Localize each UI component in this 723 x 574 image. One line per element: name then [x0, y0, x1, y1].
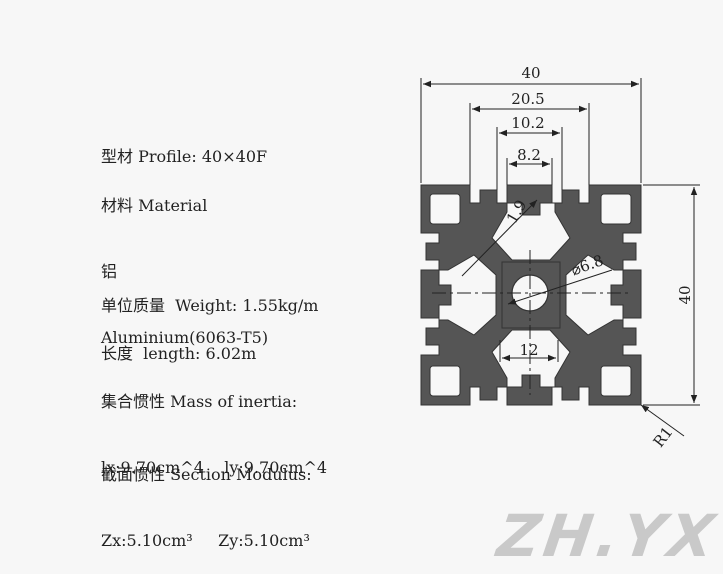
- spec-length: 长度 length: 6.02m: [101, 299, 256, 387]
- dimension-core-label: 12: [519, 341, 538, 359]
- dimension-slot-middle: [496, 127, 563, 190]
- profile-cross-section: [420, 184, 642, 406]
- inertia-heading: 集合惯性 Mass of inertia:: [101, 392, 298, 411]
- material-heading: 材料 Material: [101, 196, 208, 215]
- watermark-logo: ZH.YX: [492, 502, 722, 570]
- cavity-bottom-right: [600, 365, 632, 397]
- dimension-width-label: 40: [521, 64, 540, 82]
- dimension-bore-line: [507, 269, 613, 305]
- dimension-width: [420, 78, 642, 183]
- spec-inertia: 集合惯性 Mass of inertia: lx:9.70cm^4 ly:9.7…: [101, 347, 327, 501]
- dimension-slot-middle-label: 10.2: [511, 114, 544, 132]
- cavity-top-right: [600, 193, 632, 225]
- slot-right: [565, 254, 624, 336]
- dimension-slot-opening-label: 8.2: [517, 146, 541, 164]
- dimension-slot-outer-label: 20.5: [511, 90, 544, 108]
- spec-material: 材料 Material 铝 Aluminium(6063-T5): [101, 151, 268, 371]
- cavity-top-left: [429, 193, 461, 225]
- modulus-heading: 截面惯性 Section Modulus:: [101, 465, 312, 484]
- profile-label: 型材 Profile: 40×40F: [101, 147, 268, 166]
- dimension-height-label: 40: [676, 285, 694, 304]
- dimension-wall-line: [461, 199, 538, 277]
- material-cn: 铝: [101, 262, 118, 281]
- inertia-values: lx:9.70cm^4 ly:9.70cm^4: [101, 458, 328, 477]
- dimension-slot-opening: [506, 158, 553, 185]
- cavity-bottom-left: [429, 365, 461, 397]
- slot-left: [438, 254, 497, 336]
- spec-profile: 型材 Profile: 40×40F: [101, 102, 267, 190]
- material-value: Aluminium(6063-T5): [101, 328, 269, 347]
- length-label: 长度 length: 6.02m: [101, 344, 257, 363]
- weight-label: 单位质量 Weight: 1.55kg/m: [101, 296, 319, 315]
- dimension-core: [499, 340, 559, 362]
- dimension-radius-line: [640, 404, 685, 437]
- modulus-values: Zx:5.10cm³ Zy:5.10cm³: [101, 531, 310, 550]
- spec-weight: 单位质量 Weight: 1.55kg/m: [101, 251, 318, 339]
- spec-modulus: 截面惯性 Section Modulus: Zx:5.10cm³ Zy:5.10…: [101, 420, 312, 574]
- dimension-slot-outer: [469, 103, 590, 185]
- dimension-height: [643, 184, 700, 406]
